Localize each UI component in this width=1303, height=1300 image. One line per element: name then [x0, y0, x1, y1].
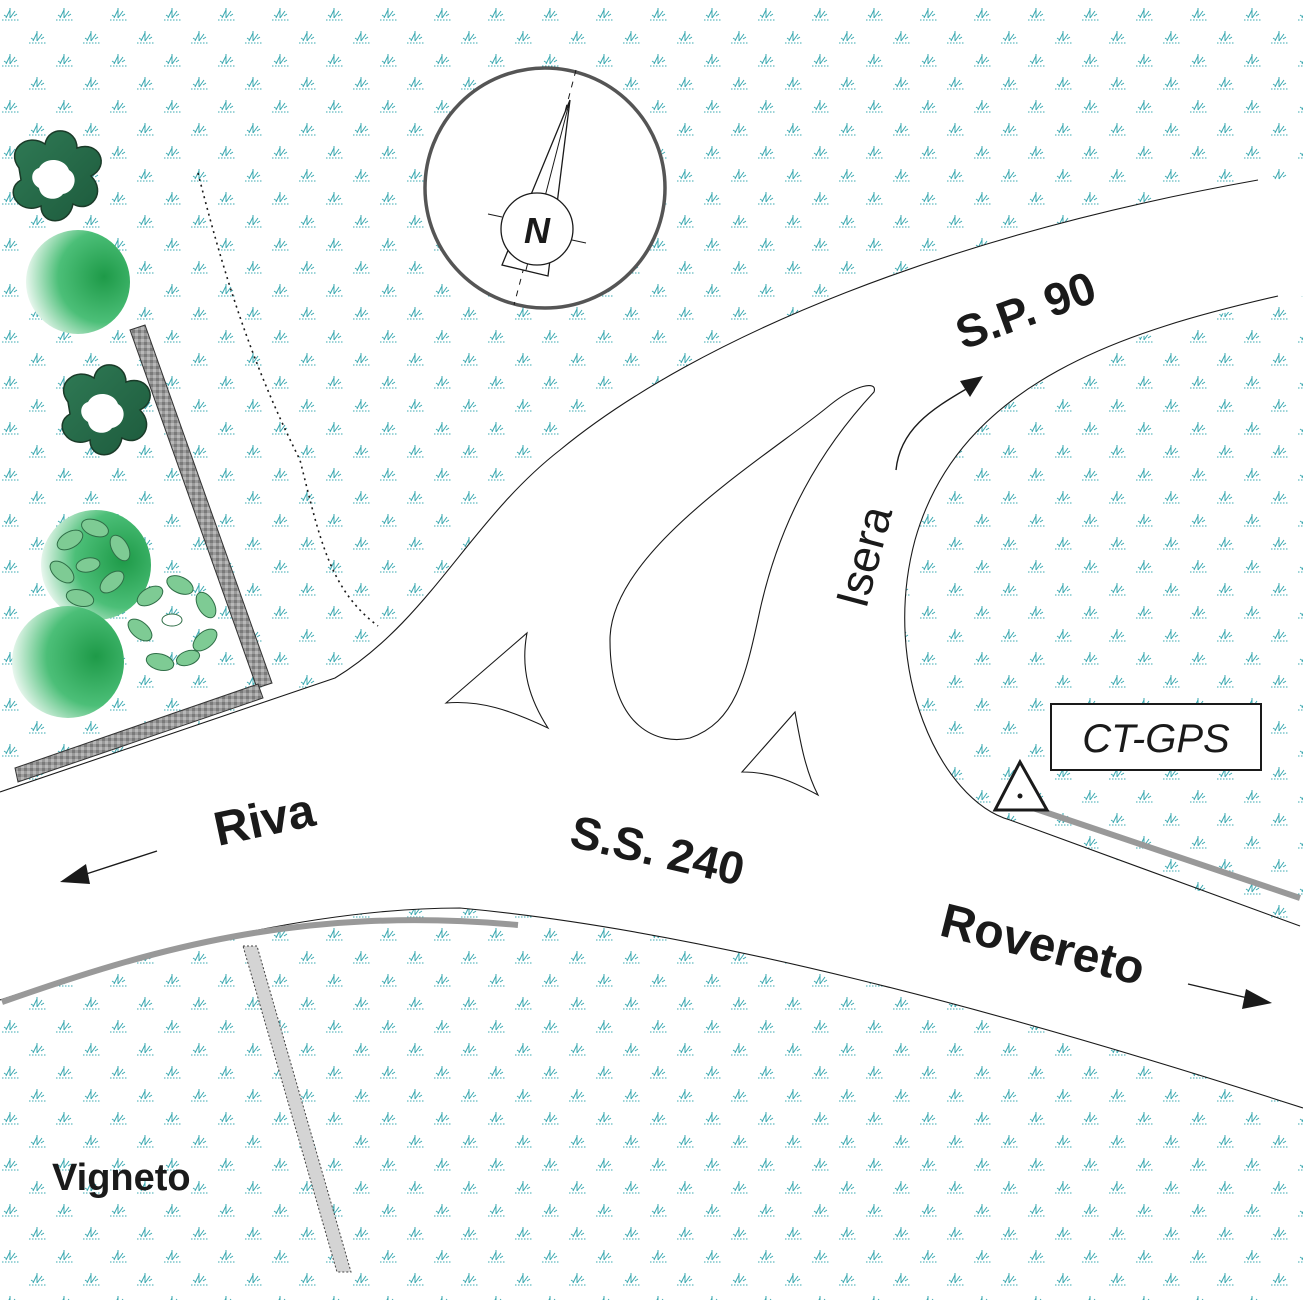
label-vigneto: Vigneto	[52, 1157, 191, 1199]
stone-wall-base	[14, 683, 264, 783]
sp90-direction-arrow	[895, 387, 969, 471]
dotted-footpath	[197, 172, 379, 627]
guardrail-south	[1, 917, 519, 1005]
stone-wall-diagonal	[129, 324, 273, 689]
gps-station: CT-GPS	[992, 703, 1262, 812]
compass-north-letter: N	[524, 210, 551, 251]
riva-arrowhead	[60, 864, 90, 884]
traffic-island-east	[740, 710, 820, 797]
compass-rose: N	[423, 66, 667, 310]
traffic-island-teardrop	[609, 385, 875, 741]
tree-clover-1	[12, 130, 102, 222]
road-surface	[0, 180, 1303, 1108]
tree-leafy-2	[127, 575, 218, 672]
vineyard-path	[242, 945, 352, 1273]
road-edge-sp90-inner	[904, 295, 1301, 927]
riva-arrow-line	[79, 850, 158, 877]
gps-label: CT-GPS	[1082, 717, 1230, 761]
sp90-arrowhead	[960, 376, 983, 397]
tree-leafy-1	[49, 518, 131, 608]
tree-round-1	[26, 230, 130, 334]
traffic-island-west	[444, 631, 550, 730]
gps-label-box	[1050, 703, 1262, 771]
rovereto-arrowhead	[1242, 989, 1272, 1009]
triangle-marker-icon	[992, 758, 1050, 812]
tree-round-3	[12, 606, 124, 718]
tree-clover-2	[61, 364, 151, 456]
road-edge-north	[0, 179, 1259, 793]
guardrail-east	[1029, 804, 1301, 901]
rovereto-arrow-line	[1187, 983, 1253, 1000]
